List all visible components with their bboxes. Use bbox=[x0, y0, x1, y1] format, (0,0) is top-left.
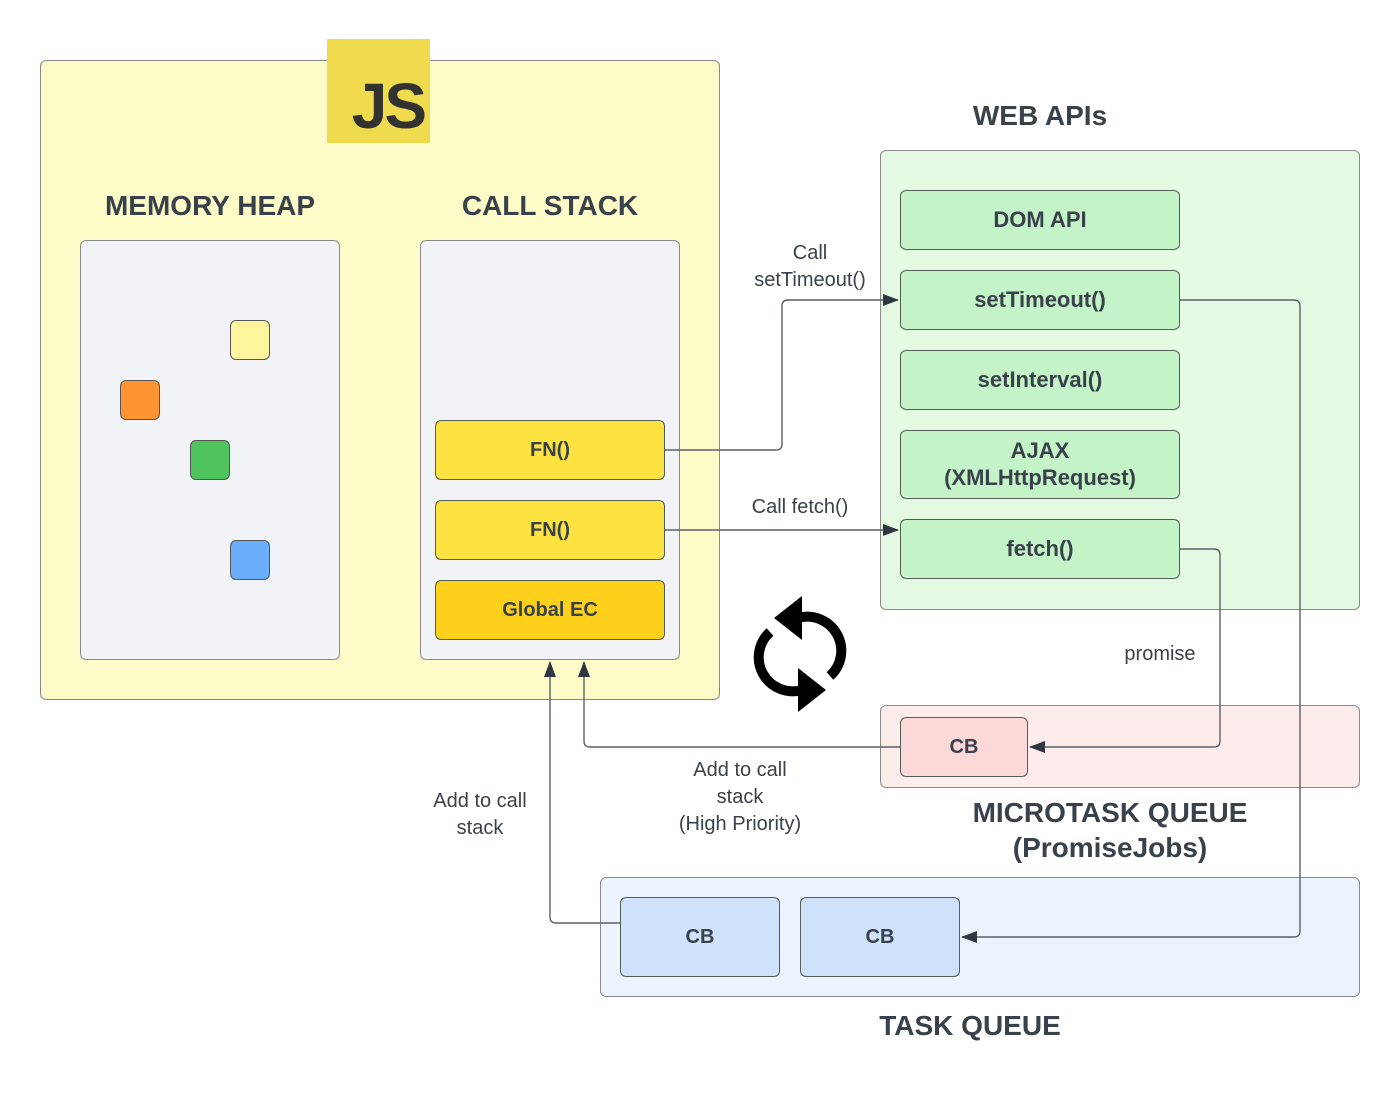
web-api-label-line1: AJAX bbox=[1010, 438, 1070, 464]
edge-label-promise: promise bbox=[1124, 643, 1196, 665]
call-stack-frame-fn-top[interactable]: FN() bbox=[435, 420, 665, 480]
web-api-ajax[interactable]: AJAX (XMLHttpRequest) bbox=[900, 430, 1180, 499]
edge-label-call-fetch: Call fetch() bbox=[751, 496, 849, 518]
cb-label: CB bbox=[685, 926, 715, 948]
call-stack-title: CALL STACK bbox=[461, 190, 639, 221]
memory-heap-title: MEMORY HEAP bbox=[104, 190, 316, 221]
edge-label-line: stack bbox=[456, 817, 504, 839]
task-cb-1[interactable]: CB bbox=[620, 897, 780, 977]
frame-label: FN() bbox=[530, 519, 570, 541]
edge-label-add-to-call-stack: Add to call stack bbox=[400, 788, 560, 842]
edge-label-add-high-priority: Add to call stack (High Priority) bbox=[650, 757, 830, 838]
frame-label: Global EC bbox=[502, 599, 598, 621]
call-stack-frame-fn[interactable]: FN() bbox=[435, 500, 665, 560]
heap-object-orange bbox=[120, 380, 160, 420]
heap-object-blue bbox=[230, 540, 270, 580]
edge-label-line: (High Priority) bbox=[678, 813, 802, 835]
js-logo: JS bbox=[327, 39, 430, 143]
microtask-cb[interactable]: CB bbox=[900, 717, 1028, 777]
microtask-title-line1: MICROTASK QUEUE bbox=[972, 797, 1248, 828]
edge-label-line: setTimeout() bbox=[754, 269, 866, 291]
js-logo-text: JS bbox=[351, 70, 427, 142]
edge-label-line: Call bbox=[792, 242, 828, 264]
edge-label-line: Add to call bbox=[693, 759, 787, 781]
web-apis-title: WEB APIs bbox=[972, 100, 1108, 131]
refresh-cycle-icon bbox=[752, 596, 848, 712]
web-api-label: DOM API bbox=[993, 206, 1087, 232]
web-api-label-line2: (XMLHttpRequest) bbox=[944, 464, 1136, 490]
web-api-label: setInterval() bbox=[977, 366, 1103, 392]
microtask-queue-title: MICROTASK QUEUE (PromiseJobs) bbox=[900, 795, 1320, 865]
frame-label: FN() bbox=[530, 439, 570, 461]
edge-label-line: stack bbox=[716, 786, 764, 808]
web-api-label: setTimeout() bbox=[974, 286, 1106, 312]
call-stack-frame-global-ec[interactable]: Global EC bbox=[435, 580, 665, 640]
web-api-fetch[interactable]: fetch() bbox=[900, 519, 1180, 579]
web-api-settimeout[interactable]: setTimeout() bbox=[900, 270, 1180, 330]
heap-object-green bbox=[190, 440, 230, 480]
web-api-dom[interactable]: DOM API bbox=[900, 190, 1180, 250]
task-queue-title: TASK QUEUE bbox=[879, 1010, 1061, 1041]
edge-label-call-settimeout: Call setTimeout() bbox=[730, 240, 890, 294]
cb-label: CB bbox=[949, 736, 979, 758]
edge-label-line: Add to call bbox=[433, 790, 527, 812]
web-api-setinterval[interactable]: setInterval() bbox=[900, 350, 1180, 410]
task-cb-2[interactable]: CB bbox=[800, 897, 960, 977]
microtask-title-line2: (PromiseJobs) bbox=[1012, 832, 1208, 863]
cb-label: CB bbox=[865, 926, 895, 948]
heap-object-yellow bbox=[230, 320, 270, 360]
web-api-label: fetch() bbox=[1006, 535, 1074, 561]
